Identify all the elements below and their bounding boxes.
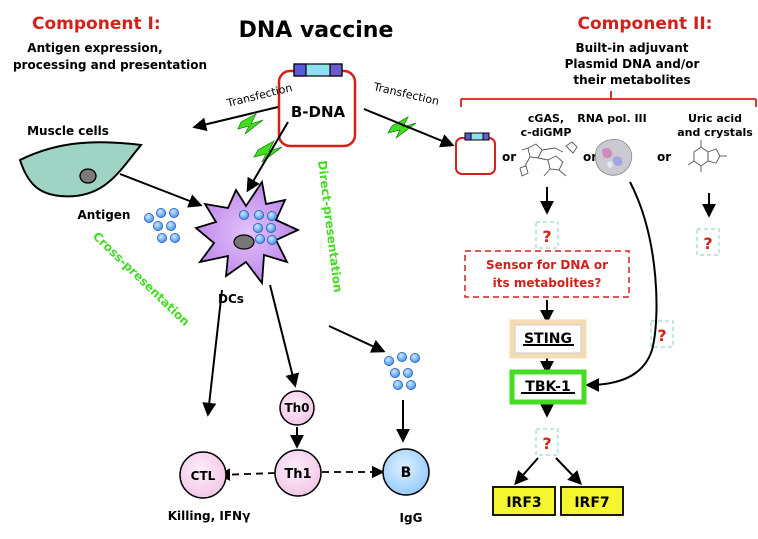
b-dna-plasmid <box>277 63 357 148</box>
sensor-label-1: Sensor for DNA or <box>486 258 608 272</box>
th0-label: Th0 <box>284 401 309 415</box>
irf3-box <box>492 486 556 516</box>
lightning-bolt-icon <box>237 113 264 135</box>
page-title: DNA vaccine <box>239 18 394 43</box>
question-mark: ? <box>542 434 551 453</box>
b-cell-label: B <box>401 465 412 481</box>
component2-heading: Component II: <box>578 14 713 34</box>
uric-acid-label-1: Uric acid <box>688 112 742 125</box>
irf7-box <box>560 486 624 516</box>
dcs-label: DCs <box>218 292 244 306</box>
sting-box <box>509 319 587 359</box>
sensor-label-2: its metabolites? <box>493 276 602 290</box>
killing-label: Killing, IFNγ <box>168 509 251 523</box>
th0-cell <box>279 390 315 426</box>
irf7-label: IRF7 <box>574 495 609 511</box>
question-box <box>696 228 720 256</box>
adjuvant-bracket <box>460 91 757 107</box>
component1-sub2: processing and presentation <box>13 58 207 72</box>
dashed-arrows <box>217 465 385 481</box>
th1-cell <box>274 449 322 497</box>
or-label: or <box>657 150 671 164</box>
cgas-label-1: cGAS, <box>528 112 564 125</box>
component2-sub2: Plasmid DNA and/or <box>565 57 700 71</box>
small-plasmid <box>455 132 496 175</box>
muscle-cell <box>18 141 143 198</box>
b-cell <box>382 448 430 496</box>
direct-presentation-label: Direct-presentation <box>315 160 345 294</box>
or-label: or <box>502 150 516 164</box>
antigen-label: Antigen <box>78 208 131 222</box>
rna-pol-label: RNA pol. III <box>577 112 647 125</box>
tbk1-box <box>509 369 587 405</box>
question-box <box>650 320 674 348</box>
sting-label: STING <box>524 331 572 347</box>
component1-heading: Component I: <box>32 14 161 34</box>
tbk1-label: TBK-1 <box>525 379 570 395</box>
cgamp-molecule-icon <box>519 141 578 177</box>
igg-label: IgG <box>400 511 423 525</box>
sensor-box <box>464 250 630 298</box>
component2-sub1: Built-in adjuvant <box>575 41 688 55</box>
rna-pol-iii-protein-icon <box>594 139 633 176</box>
question-mark: ? <box>657 326 666 345</box>
lightning-bolt-icon <box>253 140 283 163</box>
question-box <box>535 221 559 249</box>
muscle-cells-label: Muscle cells <box>27 124 109 138</box>
component1-sub1: Antigen expression, <box>27 41 162 55</box>
transfection-right-label: Transfection <box>371 80 440 108</box>
arrows-left <box>119 106 455 449</box>
arrows-right <box>514 181 716 486</box>
dendritic-cell <box>194 179 301 286</box>
b-dna-label: B-DNA <box>291 103 346 121</box>
component2-sub3: their metabolites <box>573 73 690 87</box>
question-mark: ? <box>542 227 551 246</box>
cross-presentation-label: Cross-presentation <box>90 229 193 329</box>
question-mark: ? <box>703 234 712 253</box>
uric-acid-label-2: and crystals <box>677 126 753 139</box>
ctl-label: CTL <box>191 469 216 483</box>
lightning-bolt-icon <box>387 116 417 139</box>
uric-acid-molecule-icon <box>687 140 727 172</box>
cgas-label-2: c-diGMP <box>521 126 572 139</box>
antigen-cluster <box>143 207 181 244</box>
or-label: or <box>583 150 597 164</box>
ctl-cell <box>179 451 227 499</box>
secreted-antigen-cluster <box>383 351 421 391</box>
irf3-label: IRF3 <box>506 495 541 511</box>
th1-label: Th1 <box>284 467 311 482</box>
question-box <box>535 428 559 456</box>
